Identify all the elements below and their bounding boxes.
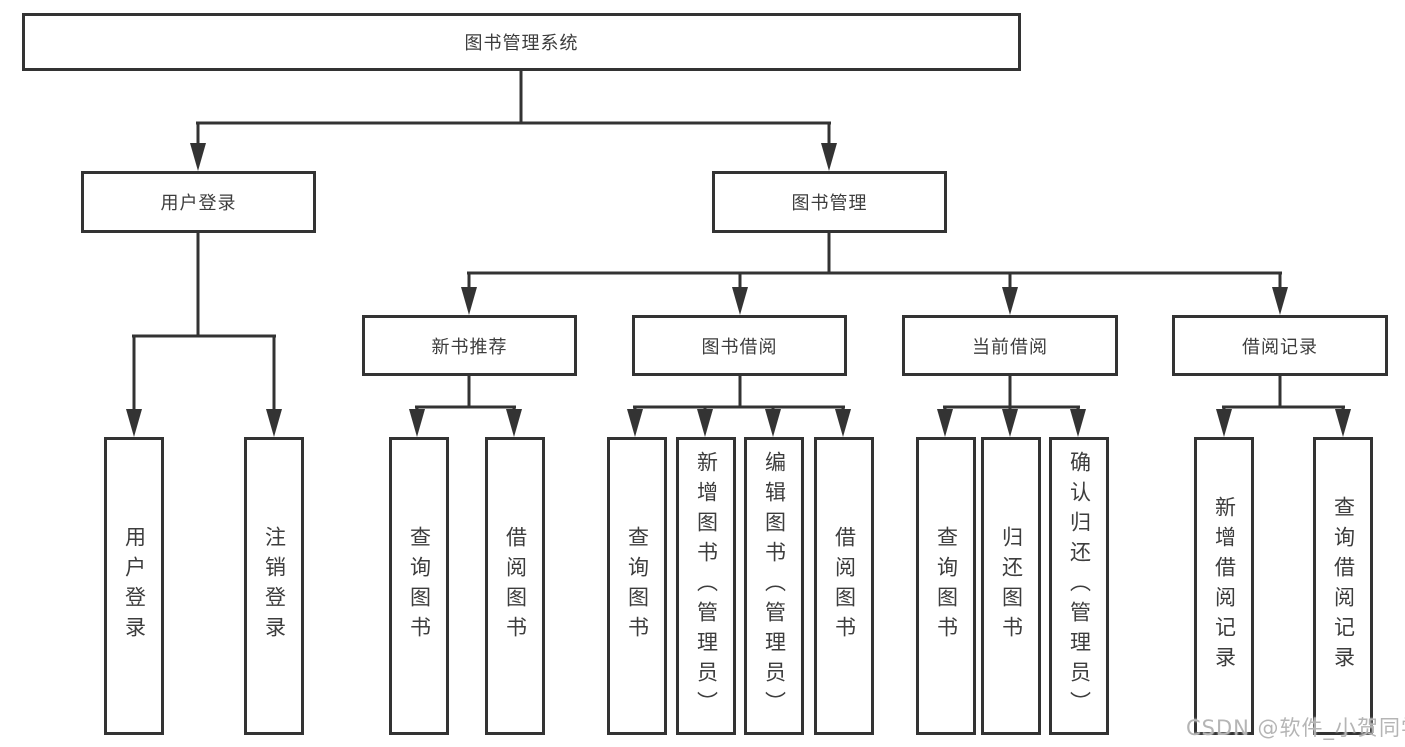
arrow-down-icon	[1002, 409, 1018, 437]
arrow-down-icon	[1216, 409, 1232, 437]
arrow-down-icon	[732, 287, 748, 315]
leaf-add-book-admin-label: 新增图书（管理员）	[694, 451, 719, 721]
node-current-borrow-label: 当前借阅	[972, 336, 1048, 358]
root-node-label: 图书管理系统	[464, 33, 579, 54]
node-user-login: 用户登录	[81, 171, 316, 233]
arrow-down-icon	[1002, 287, 1018, 315]
arrow-down-icon	[266, 409, 282, 437]
arrow-down-icon	[1070, 409, 1086, 437]
leaf-logout-login-label: 注销登录	[262, 526, 287, 646]
leaf-newrec-query-book: 查询图书	[389, 437, 449, 735]
arrow-down-icon	[937, 409, 953, 437]
arrow-down-icon	[765, 409, 781, 437]
node-book-management-label: 图书管理	[791, 193, 868, 214]
leaf-return-book: 归还图书	[981, 437, 1041, 735]
leaf-current-query-book: 查询图书	[916, 437, 976, 735]
node-book-borrow-label: 图书借阅	[701, 336, 778, 358]
leaf-logout-login: 注销登录	[244, 437, 304, 735]
connector-book-management	[461, 233, 1288, 315]
leaf-borrow-borrow-book-label: 借阅图书	[832, 526, 857, 646]
leaf-newrec-borrow-book-label: 借阅图书	[503, 526, 528, 646]
leaf-add-borrow-record-label: 新增借阅记录	[1212, 496, 1237, 676]
node-new-book-recommend: 新书推荐	[362, 315, 577, 376]
leaf-current-query-book-label: 查询图书	[934, 526, 959, 646]
leaf-confirm-return-admin: 确认归还（管理员）	[1049, 437, 1109, 735]
arrow-down-icon	[190, 143, 206, 171]
arrow-down-icon	[627, 409, 643, 437]
root-node: 图书管理系统	[22, 13, 1021, 71]
arrow-down-icon	[697, 409, 713, 437]
arrow-down-icon	[835, 409, 851, 437]
node-borrow-record-label: 借阅记录	[1242, 336, 1318, 358]
leaf-edit-book-admin: 编辑图书（管理员）	[744, 437, 804, 735]
arrow-down-icon	[461, 287, 477, 315]
leaf-newrec-borrow-book: 借阅图书	[485, 437, 545, 735]
node-user-login-label: 用户登录	[160, 193, 237, 214]
leaf-edit-book-admin-label: 编辑图书（管理员）	[762, 451, 787, 721]
node-book-borrow: 图书借阅	[632, 315, 847, 376]
connector-borrow-record	[1216, 375, 1351, 437]
leaf-newrec-query-book-label: 查询图书	[407, 526, 432, 646]
arrow-down-icon	[409, 409, 425, 437]
leaf-add-book-admin: 新增图书（管理员）	[676, 437, 736, 735]
node-new-book-recommend-label: 新书推荐	[431, 336, 508, 358]
csdn-watermark: CSDN @软件_小贺同学	[1186, 716, 1405, 740]
connector-current-borrow	[937, 375, 1086, 437]
leaf-confirm-return-admin-label: 确认归还（管理员）	[1067, 451, 1092, 721]
connector-user-login	[126, 233, 282, 437]
leaf-query-borrow-record-label: 查询借阅记录	[1331, 496, 1356, 676]
leaf-query-borrow-record: 查询借阅记录	[1313, 437, 1373, 735]
leaf-borrow-query-book: 查询图书	[607, 437, 667, 735]
connector-book-borrow	[627, 375, 851, 437]
node-borrow-record: 借阅记录	[1172, 315, 1388, 376]
connector-new-book-recommend	[409, 375, 522, 437]
leaf-borrow-borrow-book: 借阅图书	[814, 437, 874, 735]
node-current-borrow: 当前借阅	[902, 315, 1118, 376]
arrow-down-icon	[126, 409, 142, 437]
leaf-add-borrow-record: 新增借阅记录	[1194, 437, 1254, 735]
leaf-return-book-label: 归还图书	[999, 526, 1024, 646]
connector-root	[190, 70, 837, 171]
leaf-user-login: 用户登录	[104, 437, 164, 735]
arrow-down-icon	[506, 409, 522, 437]
leaf-user-login-label: 用户登录	[122, 526, 147, 646]
leaf-borrow-query-book-label: 查询图书	[625, 526, 650, 646]
node-book-management: 图书管理	[712, 171, 947, 233]
arrow-down-icon	[1335, 409, 1351, 437]
arrow-down-icon	[821, 143, 837, 171]
arrow-down-icon	[1272, 287, 1288, 315]
